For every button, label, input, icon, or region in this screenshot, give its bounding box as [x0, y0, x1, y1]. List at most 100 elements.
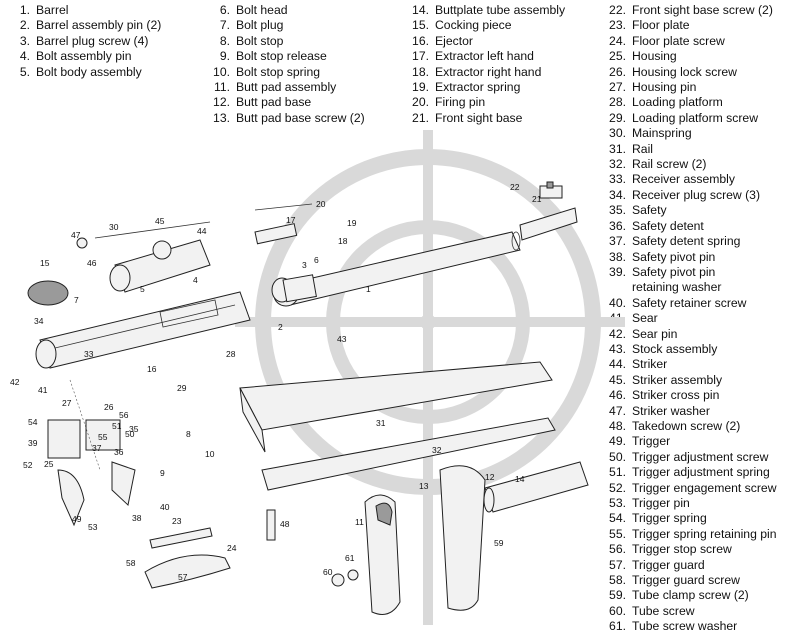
legend-entry-label: Extractor left hand: [435, 49, 534, 64]
legend-entry-label: Safety retainer screw: [632, 295, 747, 310]
legend-entry-number: 46.: [609, 388, 626, 403]
takedown-screw-part: [266, 509, 276, 541]
callout-number: 16: [147, 364, 157, 374]
legend-entry-label: Receiver assembly: [632, 172, 735, 187]
legend-entry: 55.Trigger spring retaining pin: [599, 526, 776, 542]
legend-entry-label: Safety detent: [632, 218, 704, 233]
legend-entry-label: Floor plate: [632, 18, 690, 33]
callout-number: 36: [114, 447, 124, 457]
legend-entry: 26.Housing lock screw: [599, 65, 777, 80]
legend-entry-number: 59.: [609, 588, 626, 603]
legend-entry: 3.Barrel plug screw (4): [8, 34, 161, 49]
callout-number: 14: [515, 474, 525, 484]
callout-number: 13: [419, 481, 429, 491]
legend-entry-label: Extractor right hand: [435, 64, 542, 79]
legend-entry-number: 42.: [609, 326, 626, 341]
callout-number: 42: [10, 377, 20, 387]
legend-entry: 23.Floor plate: [599, 18, 777, 33]
legend-entry-label: Receiver plug screw (3): [632, 187, 761, 202]
callout-number: 3: [302, 260, 307, 270]
legend-entry-number: 24.: [609, 33, 626, 48]
callout-number: 24: [227, 543, 237, 553]
legend-entry: 24. Floor plate screw: [599, 34, 777, 49]
legend-entry-number: 29.: [609, 110, 626, 125]
legend-entry-number: 14.: [412, 3, 429, 17]
legend-entry-label: Front sight base screw (2): [632, 3, 773, 17]
legend-entry-number: 54.: [609, 511, 626, 526]
legend-entry: 5.Bolt body assembly: [8, 65, 161, 80]
callout-number: 29: [177, 383, 187, 393]
legend-entry-label: Striker: [632, 357, 668, 372]
legend-entry: 50.Trigger adjustment screw: [599, 450, 777, 465]
callout-number: 52: [23, 460, 33, 470]
legend-entry-number: 20.: [412, 95, 429, 110]
callout-number: 33: [84, 349, 94, 359]
callout-number: 35: [129, 424, 139, 434]
legend-entry-label: Trigger adjustment screw: [632, 449, 769, 464]
legend-entry-number: 21.: [412, 110, 429, 125]
legend-entry-label: Trigger stop screw: [632, 542, 732, 557]
callout-number: 46: [87, 258, 97, 268]
callout-number: 23: [172, 516, 182, 526]
legend-entry-label: Cocking piece: [435, 18, 512, 33]
legend-entry-label: Bolt stop spring: [236, 64, 321, 79]
callout-number: 8: [186, 429, 191, 439]
callout-number: 25: [44, 459, 54, 469]
legend-entry-label: Trigger guard: [632, 557, 705, 572]
legend-entry-label: Tube screw: [632, 603, 695, 618]
legend-entry: 42.Sear pin: [599, 327, 777, 342]
legend-entry-label: Striker cross pin: [632, 388, 720, 403]
legend-entry-label: Striker assembly: [632, 372, 723, 387]
buttplate-tube-part: [483, 461, 589, 513]
legend-entry: retaining washer: [599, 280, 777, 295]
legend-entry-number: 27.: [609, 80, 626, 95]
legend-entry: 35.Safety: [599, 203, 777, 218]
callout-number: 9: [160, 468, 165, 478]
legend-entry-label: Floor plate screw: [632, 33, 725, 48]
callout-number: 6: [314, 255, 319, 265]
legend-entry-number: 1.: [19, 3, 30, 17]
callout-number: 39: [28, 438, 38, 448]
legend-entry: 33.Receiver assembly: [599, 172, 777, 187]
legend-entry: 39.Safety pivot pin: [599, 265, 777, 280]
callout-number: 38: [132, 513, 142, 523]
legend-entry-number: 17.: [412, 49, 429, 64]
legend-entry: 10.Bolt stop spring: [200, 65, 365, 80]
callout-number: 31: [376, 418, 386, 428]
legend-entry-label: Loading platform screw: [632, 110, 758, 125]
legend-entry: 13.Butt pad base screw (2): [200, 111, 365, 126]
callout-number: 1: [366, 284, 371, 294]
rail-part: [261, 417, 556, 491]
callout-number: 2: [278, 322, 283, 332]
legend-entry: 16.Ejector: [399, 34, 565, 49]
callout-number: 44: [197, 226, 207, 236]
legend-entry: 53.Trigger pin: [599, 496, 777, 511]
callout-number: 4: [193, 275, 198, 285]
legend-entry: 45.Striker assembly: [599, 373, 777, 388]
legend-entry-label: Housing lock screw: [632, 64, 737, 79]
legend-entry-number: 22.: [609, 3, 626, 17]
legend-entry-label: Mainspring: [632, 126, 692, 141]
legend-entry: 27.Housing pin: [599, 80, 777, 95]
legend-entry: 15.Cocking piece: [399, 18, 565, 33]
legend-entry: 30.Mainspring: [599, 126, 777, 141]
legend-entry: 40.Safety retainer screw: [599, 296, 777, 311]
legend-entry: 19.Extractor spring: [399, 80, 565, 95]
legend-entry-label: Stock assembly: [632, 341, 718, 356]
callout-number: 55: [98, 432, 108, 442]
legend-entry: 58.Trigger guard screw: [599, 573, 777, 588]
callout-number: 19: [347, 218, 357, 228]
legend-entry-number: 6.: [219, 3, 230, 17]
legend-entry-label: Butt pad assembly: [236, 80, 337, 95]
legend-entry-number: 60.: [609, 603, 626, 618]
callout-number: 40: [160, 502, 170, 512]
legend-entry-label: Bolt assembly pin: [36, 49, 132, 64]
legend-entry-number: 31.: [609, 141, 626, 156]
legend-entry-number: 32.: [609, 157, 626, 172]
legend-entry-number: 53.: [609, 496, 626, 510]
legend-entry-label: Tube clamp screw (2): [632, 588, 749, 603]
legend-entry-number: 55.: [609, 526, 626, 541]
legend-entry-label: Trigger: [632, 434, 671, 449]
legend-entry-number: 8.: [219, 33, 230, 48]
